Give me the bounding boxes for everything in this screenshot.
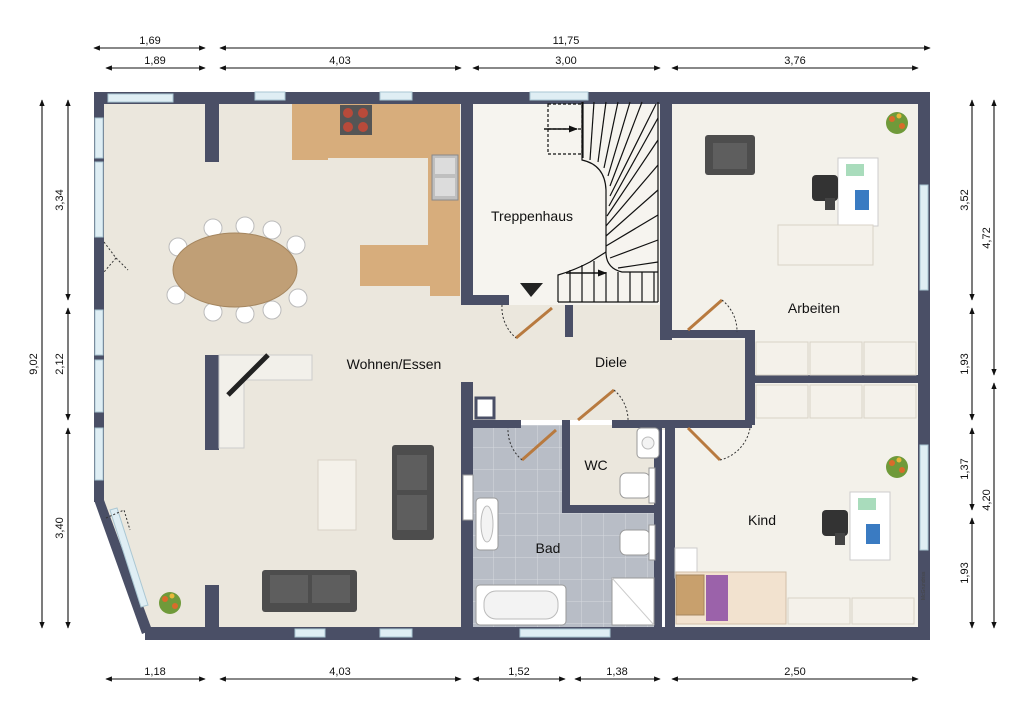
plant-icon	[886, 112, 908, 134]
window	[94, 309, 104, 356]
laptop-icon	[866, 524, 880, 544]
window	[919, 184, 929, 291]
window	[294, 628, 326, 638]
dim-bottom: 2,50	[784, 666, 805, 678]
toilet-icon	[619, 524, 656, 561]
dim-top: 3,00	[555, 55, 576, 67]
window	[254, 91, 286, 101]
dining-table	[166, 216, 308, 324]
office-chair-icon	[812, 175, 838, 210]
room-label-bad: Bad	[536, 540, 561, 556]
sofa	[262, 570, 357, 612]
dim-left: 9,02	[28, 353, 40, 374]
bathtub-icon	[475, 584, 567, 626]
window	[919, 444, 929, 551]
door	[577, 388, 629, 423]
room-label-wohnen-essen: Wohnen/Essen	[347, 356, 442, 372]
room-label-diele: Diele	[595, 354, 627, 370]
room-labels: Wohnen/Essen Treppenhaus Arbeiten Diele …	[347, 208, 840, 556]
dim-right: 1,37	[959, 458, 971, 479]
kids-furniture	[674, 491, 915, 625]
window	[529, 91, 589, 101]
plant-icon	[886, 456, 908, 478]
door	[501, 304, 553, 340]
door	[507, 427, 557, 462]
dim-left: 3,34	[54, 189, 66, 210]
window	[379, 91, 413, 101]
dim-right: 4,20	[981, 489, 993, 510]
room-label-arbeiten: Arbeiten	[788, 300, 840, 316]
dimension-labels: 1,69 11,75 1,89 4,03 3,00 3,76 9,02 3,34…	[28, 35, 993, 678]
dim-left: 2,12	[54, 353, 66, 374]
north-arrow-icon	[520, 283, 543, 297]
window	[109, 507, 149, 608]
shower-icon	[611, 577, 655, 626]
living-furniture	[262, 445, 434, 612]
stove-icon	[340, 105, 372, 135]
terrace-door	[103, 241, 131, 531]
sink-icon	[431, 154, 459, 201]
plant-icon	[159, 592, 181, 614]
tv-icon	[226, 353, 270, 397]
bed	[675, 571, 787, 625]
watermark: McGrundriss	[921, 571, 927, 600]
dim-right: 3,52	[959, 189, 971, 210]
window	[94, 427, 104, 481]
dim-right: 1,93	[959, 562, 971, 583]
dim-top: 11,75	[553, 35, 580, 47]
dim-top: 3,76	[784, 55, 805, 67]
sink-icon	[475, 497, 499, 551]
room-label-treppenhaus: Treppenhaus	[491, 208, 573, 224]
dim-bottom: 1,52	[508, 666, 529, 678]
dim-top: 1,69	[139, 35, 160, 47]
room-label-wc: WC	[584, 457, 607, 473]
windows	[94, 91, 929, 638]
window	[94, 161, 104, 238]
office-chair-icon	[822, 510, 848, 545]
dim-bottom: 1,38	[606, 666, 627, 678]
dim-top: 1,89	[144, 55, 165, 67]
bathroom-fixtures	[462, 474, 656, 626]
kitchen	[292, 104, 460, 296]
dim-right: 1,93	[959, 353, 971, 374]
armchair-sofa	[392, 445, 434, 540]
dim-right: 4,72	[981, 227, 993, 248]
room-label-kind: Kind	[748, 512, 776, 528]
dim-bottom: 4,03	[329, 666, 350, 678]
sink-icon	[636, 427, 660, 459]
dimension-lines	[39, 45, 997, 682]
window	[519, 628, 611, 638]
window	[94, 359, 104, 413]
staircase	[544, 101, 659, 303]
dim-left: 3,40	[54, 517, 66, 538]
wc-fixtures	[619, 427, 660, 504]
doors	[103, 241, 751, 531]
door	[686, 426, 751, 462]
dim-bottom: 1,18	[144, 666, 165, 678]
door	[687, 298, 738, 333]
window	[379, 628, 413, 638]
l-sofa	[218, 353, 313, 449]
dim-top: 4,03	[329, 55, 350, 67]
laptop-icon	[855, 190, 869, 210]
toilet-icon	[619, 467, 656, 504]
window	[107, 93, 174, 103]
armchair	[705, 135, 755, 175]
study-furniture	[705, 135, 917, 419]
window	[94, 117, 104, 159]
